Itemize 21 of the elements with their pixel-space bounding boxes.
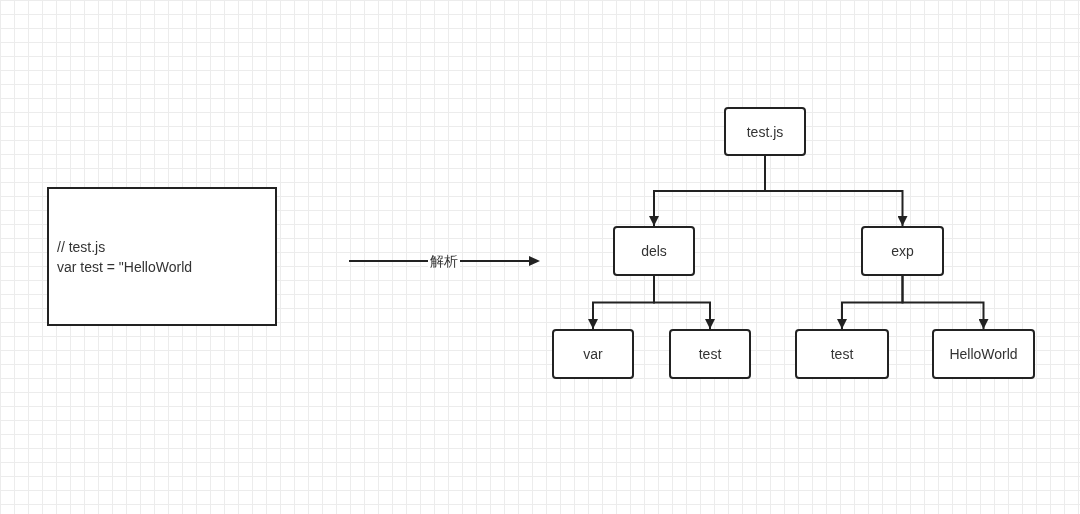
node-label: dels <box>641 242 667 261</box>
tree-node-box <box>669 329 751 379</box>
arrow <box>764 155 908 227</box>
node-label: var <box>583 345 603 364</box>
code-line: // test.js <box>57 237 106 257</box>
node-label: test <box>830 345 854 364</box>
tree-node-box <box>795 329 889 379</box>
code-line: var test = "HelloWorld <box>57 257 193 277</box>
tree-node-box <box>724 107 806 156</box>
tree-node-box <box>613 226 695 276</box>
node-label: HelloWorld <box>949 345 1018 364</box>
arrow <box>653 275 715 330</box>
tree-node-box <box>552 329 634 379</box>
tree-node-box <box>861 226 944 276</box>
node-label: exp <box>891 242 914 261</box>
arrow <box>901 275 989 330</box>
node-label: test.js <box>746 122 784 142</box>
node-label: test <box>698 345 722 364</box>
arrow-label: 解析 <box>428 254 460 268</box>
tree-node-box <box>932 329 1035 379</box>
code-box <box>47 187 277 326</box>
